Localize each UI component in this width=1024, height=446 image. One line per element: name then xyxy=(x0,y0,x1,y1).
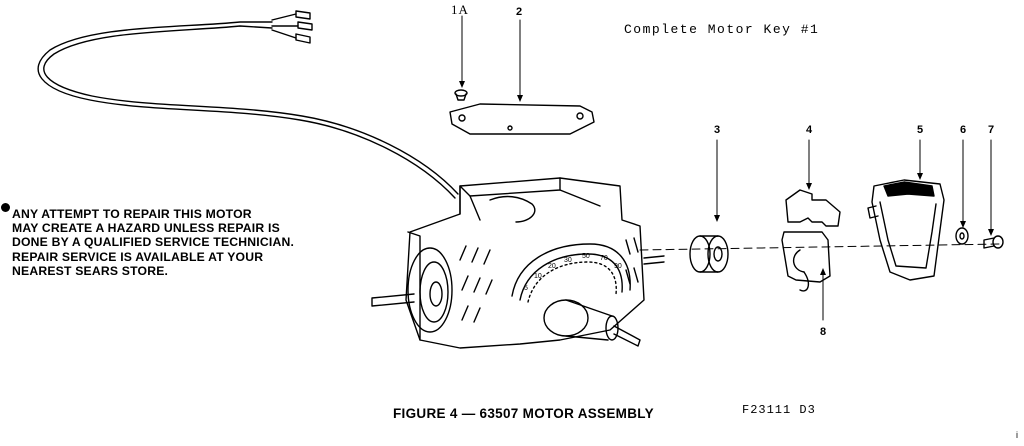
svg-text:20: 20 xyxy=(548,263,556,270)
warning-line: REPAIR SERVICE IS AVAILABLE AT YOUR xyxy=(12,249,264,264)
svg-text:30: 30 xyxy=(564,257,572,264)
corner-mark: i xyxy=(1016,430,1018,440)
callout-5: 5 xyxy=(917,124,924,136)
warning-line: MAY CREATE A HAZARD UNLESS REPAIR IS xyxy=(12,221,280,236)
cover-plate xyxy=(449,103,595,135)
warning-text: ANY ATTEMPT TO REPAIR THIS MOTOR MAY CRE… xyxy=(12,207,294,278)
svg-text:70: 70 xyxy=(600,255,608,262)
callout-1a: 1A xyxy=(451,2,469,17)
washer xyxy=(955,227,969,245)
speed-dial xyxy=(511,243,641,347)
callout-2: 2 xyxy=(516,6,523,18)
warning-line: ANY ATTEMPT TO REPAIR THIS MOTOR xyxy=(12,207,252,221)
screw-7 xyxy=(983,235,1004,249)
svg-text:5: 5 xyxy=(524,285,528,292)
callout-6: 6 xyxy=(960,124,967,136)
figure-caption: FIGURE 4 — 63507 MOTOR ASSEMBLY xyxy=(393,406,654,421)
motor-key-title: Complete Motor Key #1 xyxy=(624,22,820,37)
callout-8: 8 xyxy=(820,326,827,338)
power-cord xyxy=(37,10,459,199)
bushing xyxy=(689,235,729,273)
callout-7: 7 xyxy=(988,124,995,136)
screw-1a xyxy=(454,89,468,101)
callout-3: 3 xyxy=(714,124,721,136)
bracket xyxy=(781,189,841,292)
svg-text:50: 50 xyxy=(582,253,590,260)
warning-line: DONE BY A QUALIFIED SERVICE TECHNICIAN. xyxy=(12,235,295,250)
figure-code: F23111 D3 xyxy=(742,403,816,417)
svg-text:90: 90 xyxy=(614,263,622,270)
motor-body xyxy=(371,177,665,349)
warning-line: NEAREST SEARS STORE. xyxy=(12,263,169,278)
housing-cover xyxy=(867,179,945,281)
warning-bullet xyxy=(1,203,10,212)
callout-4: 4 xyxy=(806,124,813,136)
svg-text:10: 10 xyxy=(534,273,542,280)
